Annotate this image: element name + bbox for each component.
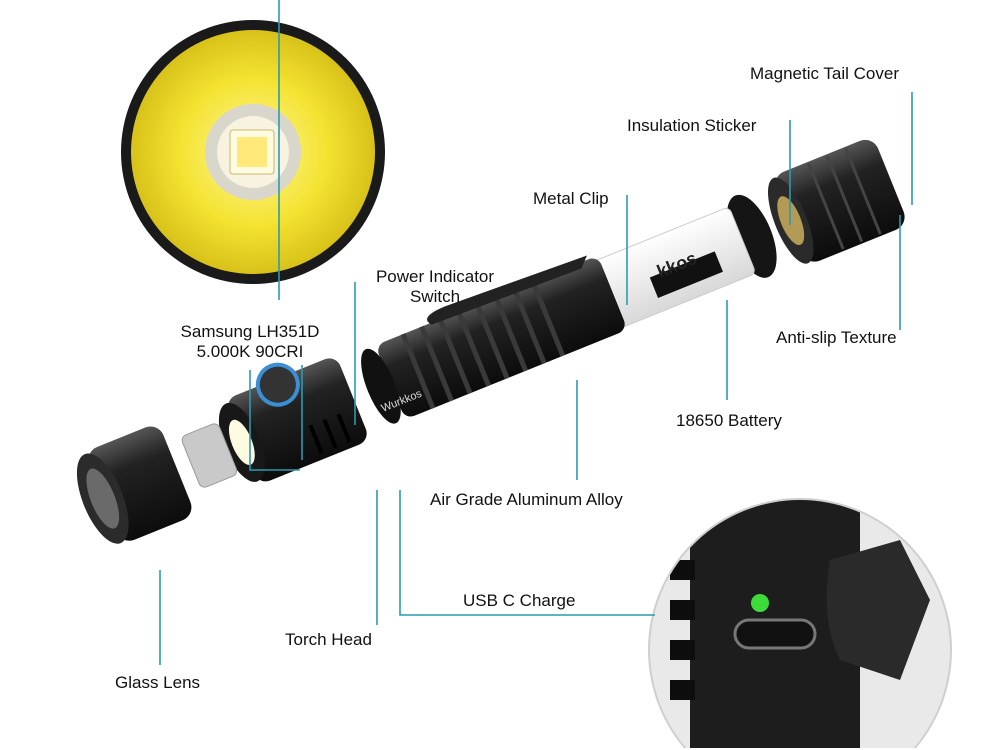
label-led: Samsung LH351D 5.000K 90CRI — [160, 322, 340, 362]
label-line: 5.000K 90CRI — [196, 342, 304, 361]
label-anti-slip-texture: Anti-slip Texture — [776, 328, 897, 347]
label-line: Switch — [409, 287, 461, 306]
label-glass-lens: Glass Lens — [115, 673, 201, 692]
battery-18650 — [581, 208, 755, 333]
metal-clip — [427, 255, 587, 325]
label-usb-c-charge: USB C Charge — [463, 591, 576, 610]
label-power-indicator-switch: Power Indicator Switch — [360, 267, 510, 307]
indicator-led — [751, 594, 769, 612]
battery-unit: mAh — [734, 291, 753, 306]
led-closeup-inset — [121, 20, 385, 284]
label-battery: 18650 Battery — [676, 411, 782, 430]
rubber-cover — [826, 540, 930, 680]
insulation-sticker — [726, 194, 777, 278]
label-torch-head: Torch Head — [285, 630, 372, 649]
power-switch — [255, 362, 300, 407]
label-magnetic-tail-cover: Magnetic Tail Cover — [750, 64, 899, 83]
torch-head — [218, 358, 367, 482]
label-insulation-sticker: Insulation Sticker — [627, 116, 757, 135]
glass-lens-cap — [76, 426, 192, 544]
label-line: Samsung LH351D — [180, 322, 320, 341]
label-aluminum-alloy: Air Grade Aluminum Alloy — [430, 490, 623, 509]
label-metal-clip: Metal Clip — [533, 189, 609, 208]
usb-c-port — [733, 618, 817, 650]
leader-lines — [159, 0, 913, 665]
usb-closeup-inset — [647, 498, 952, 748]
magnetic-tail-cover — [767, 139, 905, 264]
aluminum-body-tube — [378, 255, 625, 417]
label-line: Power Indicator — [375, 267, 495, 286]
